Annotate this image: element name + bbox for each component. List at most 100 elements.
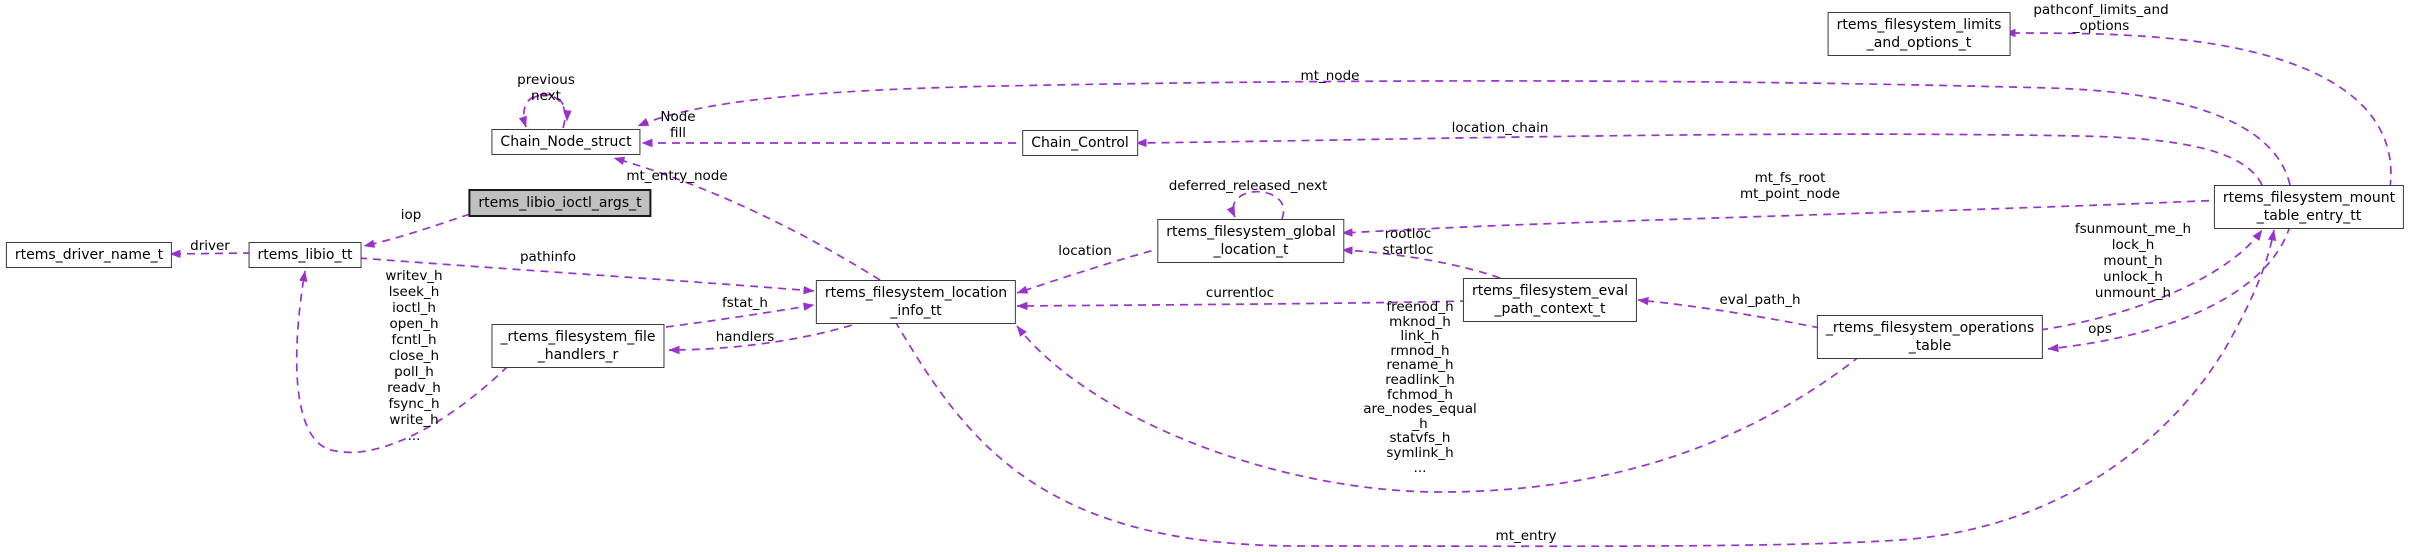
edge-label-mt-entry-line-0: mt_entry	[1495, 528, 1557, 544]
node-rtems-libio-tt[interactable]: rtems_libio_tt	[248, 242, 362, 268]
edge-label-libio-handler-members-line-1: lseek_h	[388, 284, 440, 300]
edge-label-deferred-released-next-line-0: deferred_released_next	[1168, 178, 1328, 194]
edge-label-libio-handler-members-line-7: readv_h	[387, 380, 441, 396]
edge-label-eval-path-h-line-0: eval_path_h	[1719, 292, 1801, 308]
edge-label-mt-node-line-0: mt_node	[1300, 68, 1360, 84]
edge-label-rootloc-startloc-line-1: startloc	[1382, 242, 1434, 258]
edge-chain-node-loop-next	[531, 93, 572, 122]
edge-label-pathinfo-line-0: pathinfo	[519, 249, 577, 265]
edge-mt-entry	[894, 229, 2277, 548]
edge-pathconf-limits-and-options	[2004, 28, 2392, 189]
edge-label-pathconf-limits-and-options-line-0: pathconf_limits_and	[2033, 2, 2169, 18]
edge-label-fsunmount-members-line-1: lock_h	[2111, 237, 2155, 253]
edge-label-ops-handler-members-line-5: readlink_h	[1385, 371, 1455, 388]
edge-label-ops-handler-members-line-6: fchmod_h	[1386, 386, 1454, 403]
edge-label-iop: iop	[401, 207, 422, 223]
node-rtems-filesystem-mount-table-entry-tt-line-0: rtems_filesystem_mount	[2222, 190, 2396, 206]
edge-label-libio-handler-members-line-2: ioctl_h	[392, 300, 436, 316]
edge-label-ops-handler-members-line-0: freenod_h	[1386, 299, 1454, 315]
edge-label-mt-entry: mt_entry	[1496, 528, 1557, 544]
node-rtems-filesystem-eval-path-context-t[interactable]: rtems_filesystem_eval _path_context_t	[1462, 278, 1638, 322]
edge-label-location: location	[1058, 243, 1112, 259]
edge-fstat-h	[665, 302, 815, 328]
edge-label-ops: ops	[2088, 321, 2112, 337]
edge-eval-path-h	[1637, 296, 1821, 329]
edge-label-location-chain-line-0: location_chain	[1451, 120, 1549, 136]
node-rtems-filesystem-location-info-tt-line-1: _info_tt	[890, 303, 942, 319]
node-rtems-filesystem-operations-table-line-0: _rtems_filesystem_operations	[1825, 320, 2035, 336]
node-rtems-filesystem-operations-table[interactable]: _rtems_filesystem_operations _table	[1816, 315, 2044, 359]
node-rtems-filesystem-mount-table-entry-tt-line-1: _table_entry_tt	[2256, 208, 2362, 224]
node-rtems-filesystem-file-handlers-r[interactable]: _rtems_filesystem_file _handlers_r	[491, 324, 665, 368]
node-rtems-filesystem-operations-table-line-1: _table	[1908, 338, 1952, 354]
edge-label-pathconf-limits-and-options: pathconf_limits_and_options	[2033, 2, 2168, 34]
edge-label-fstat-h: fstat_h	[722, 295, 768, 311]
node-rtems-driver-name-t[interactable]: rtems_driver_name_t	[5, 242, 173, 268]
edge-label-libio-handler-members-line-0: writev_h	[385, 268, 443, 284]
edge-label-driver: driver	[190, 238, 230, 254]
edge-label-fsunmount-members-line-0: fsunmount_me_h	[2074, 221, 2192, 237]
edge-label-location-line-0: location	[1058, 243, 1112, 259]
edge-label-mt-fs-root-mt-point-node-line-0: mt_fs_root	[1754, 170, 1826, 186]
node-rtems-driver-name-t-line-0: rtems_driver_name_t	[14, 247, 164, 263]
edge-label-previous-next-line-1: next	[531, 88, 561, 104]
edge-label-currentloc: currentloc	[1206, 285, 1274, 301]
node-rtems-libio-ioctl-args-t[interactable]: rtems_libio_ioctl_args_t	[468, 189, 652, 217]
node-chain-control[interactable]: Chain_Control	[1022, 130, 1138, 156]
edge-label-libio-handler-members-line-9: write_h	[389, 412, 439, 428]
edge-label-fsunmount-members-line-2: mount_h	[2103, 253, 2163, 269]
edge-location-chain	[1135, 133, 2263, 186]
node-rtems-filesystem-eval-path-context-t-line-1: _path_context_t	[1494, 301, 1606, 317]
edge-mt-fs-root-mt-point-node	[1341, 199, 2224, 237]
node-rtems-filesystem-eval-path-context-t-line-0: rtems_filesystem_eval	[1471, 283, 1629, 299]
edge-label-ops-handler-members-line-1: mknod_h	[1389, 313, 1451, 330]
edge-label-node-fill-line-0: Node	[660, 109, 696, 125]
edge-label-ops-handler-members-line-4: rename_h	[1386, 357, 1454, 374]
edge-label-ops-handler-members-line-8: _h	[1412, 415, 1428, 432]
node-chain-node-struct[interactable]: Chain_Node_struct	[491, 129, 641, 155]
edge-pathinfo	[358, 257, 815, 295]
node-rtems-libio-tt-line-0: rtems_libio_tt	[257, 247, 353, 263]
node-rtems-filesystem-location-info-tt-line-0: rtems_filesystem_location	[824, 285, 1008, 301]
node-rtems-filesystem-location-info-tt[interactable]: rtems_filesystem_location _info_tt	[815, 280, 1017, 324]
edge-label-libio-handler-members-line-8: fsync_h	[388, 396, 440, 412]
node-rtems-filesystem-global-location-t-line-0: rtems_filesystem_global	[1166, 224, 1336, 240]
edge-label-mt-fs-root-mt-point-node-line-1: mt_point_node	[1739, 186, 1841, 202]
edge-label-fsunmount-members-line-4: unmount_h	[2094, 285, 2172, 301]
edge-label-mt-entry-node: mt_entry_node	[626, 168, 727, 184]
edge-label-driver-line-0: driver	[190, 238, 230, 254]
node-chain-node-struct-line-0: Chain_Node_struct	[500, 134, 632, 150]
edge-label-pathinfo: pathinfo	[520, 249, 576, 265]
edge-label-mt-node: mt_node	[1301, 68, 1360, 84]
edge-label-libio-handler-members-line-3: open_h	[389, 316, 439, 332]
edge-fsunmount-members	[2039, 229, 2263, 331]
edge-label-ops-line-0: ops	[2088, 321, 2112, 337]
edge-label-ops-handler-members-line-11: ...	[1413, 459, 1427, 476]
edge-label-libio-handler-members-line-5: close_h	[388, 348, 440, 364]
edge-label-currentloc-line-0: currentloc	[1205, 285, 1275, 301]
edge-label-fsunmount-members-line-3: unlock_h	[2103, 269, 2163, 285]
edge-label-libio-handler-members-line-6: poll_h	[394, 364, 434, 380]
node-rtems-filesystem-file-handlers-r-line-0: _rtems_filesystem_file	[500, 329, 656, 345]
node-rtems-filesystem-limits-and-options-t[interactable]: rtems_filesystem_limits_and_options_t	[1827, 12, 2011, 56]
edge-handlers	[668, 320, 866, 355]
edge-chain-node-loop-previous	[518, 93, 566, 129]
node-rtems-filesystem-global-location-t[interactable]: rtems_filesystem_global_location_t	[1157, 219, 1345, 263]
edge-label-ops-handler-members-line-3: rmnod_h	[1390, 342, 1450, 359]
node-rtems-libio-ioctl-args-t-line-0: rtems_libio_ioctl_args_t	[478, 195, 642, 211]
edge-label-pathconf-limits-and-options-line-1: _options	[2072, 18, 2130, 34]
edge-label-ops-handler-members-line-10: symlink_h	[1386, 444, 1454, 461]
edge-label-ops-handler-members-line-7: are_nodes_equal	[1363, 401, 1477, 418]
edge-label-libio-handler-members-line-10: ...	[407, 428, 421, 444]
node-rtems-filesystem-file-handlers-r-line-1: _handlers_r	[537, 347, 619, 363]
edge-location	[1016, 246, 1166, 294]
node-rtems-filesystem-mount-table-entry-tt[interactable]: rtems_filesystem_mount _table_entry_tt	[2213, 185, 2405, 229]
edge-label-node-fill-line-1: fill	[669, 125, 687, 141]
